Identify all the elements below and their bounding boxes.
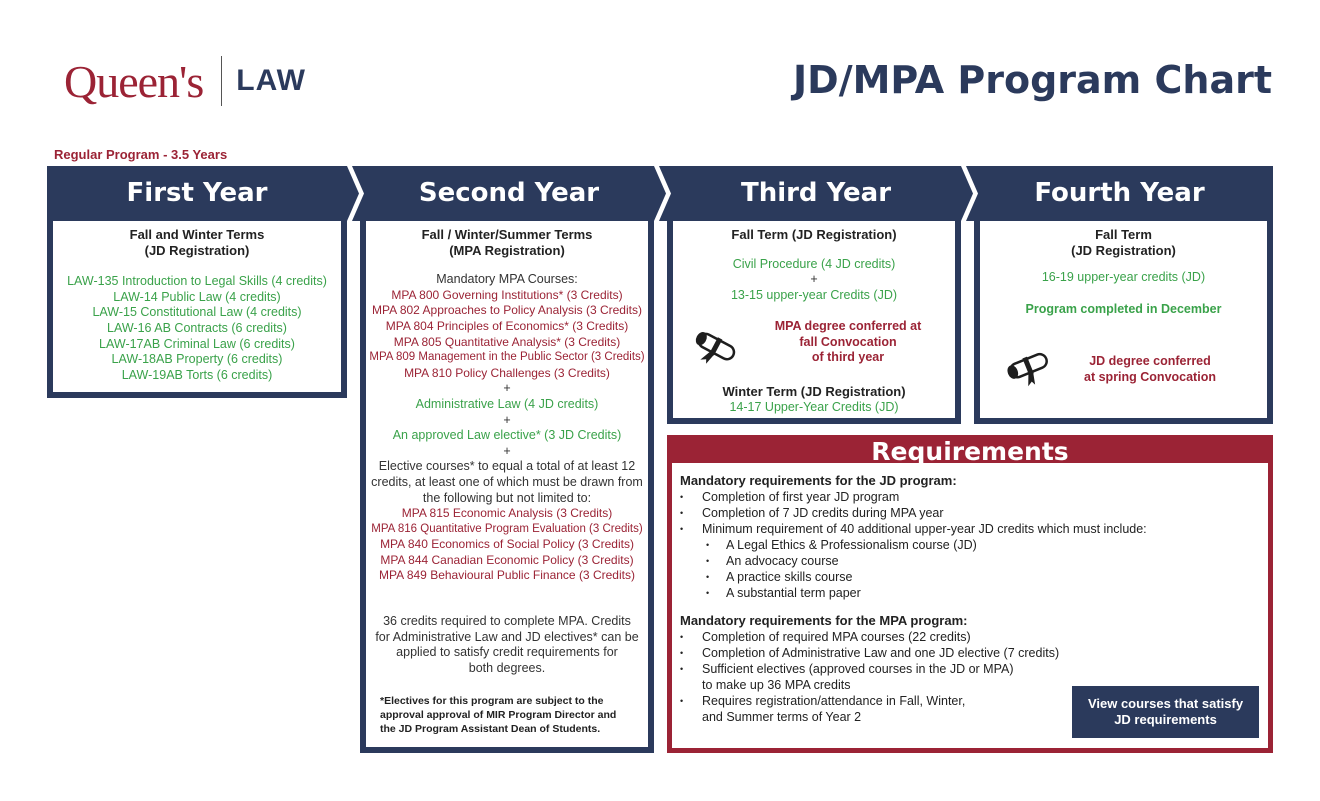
- logo-divider: [221, 56, 223, 106]
- administrative-law-course: Administrative Law (4 JD credits): [415, 396, 599, 411]
- list-item: MPA 800 Governing Institutions* (3 Credi…: [391, 287, 623, 302]
- third-year-title: Third Year: [740, 178, 892, 208]
- mpa-conferred-note: MPA degree conferred at fall Convocation…: [774, 319, 922, 365]
- list-item: Sufficient electives (approved courses i…: [680, 661, 1260, 693]
- third-year-box: Fall Term (JD Registration) Civil Proced…: [667, 221, 961, 424]
- list-item: LAW-16 AB Contracts (6 credits): [107, 320, 287, 335]
- mandatory-mpa-course-list: MPA 800 Governing Institutions* (3 Credi…: [366, 288, 648, 382]
- mpa-requirements-list: Completion of required MPA courses (22 c…: [680, 629, 1260, 725]
- list-item: LAW-19AB Torts (6 credits): [121, 367, 273, 382]
- program-label: Regular Program - 3.5 Years: [54, 147, 228, 162]
- plus-sign: +: [503, 443, 511, 458]
- list-item: A substantial term paper: [680, 585, 1260, 601]
- third-year-winter-credits: 14-17 Upper-Year Credits (JD): [729, 400, 899, 414]
- jd-conferred-note: JD degree conferred at spring Convocatio…: [1084, 354, 1216, 384]
- credits-note: 36 credits required to complete MPA. Cre…: [375, 614, 639, 675]
- second-year-title: Second Year: [418, 178, 600, 208]
- list-item: LAW-135 Introduction to Legal Skills (4 …: [67, 274, 327, 289]
- list-item: MPA 844 Canadian Economic Policy (3 Cred…: [380, 552, 634, 567]
- first-year-box: Fall and Winter Terms (JD Registration) …: [47, 221, 347, 398]
- view-jd-courses-button[interactable]: View courses that satisfy JD requirement…: [1072, 686, 1259, 738]
- program-completed-note: Program completed in December: [1025, 301, 1222, 316]
- list-item: Completion of Administrative Law and one…: [680, 645, 1260, 661]
- list-item: Completion of required MPA courses (22 c…: [680, 629, 1260, 645]
- list-item: An advocacy course: [680, 553, 1260, 569]
- list-item: Completion of 7 JD credits during MPA ye…: [680, 505, 1260, 521]
- logo-queens-text: Queen's: [64, 55, 204, 107]
- elective-description: Elective courses* to equal a total of at…: [371, 459, 643, 505]
- third-year-fall-heading: Fall Term (JD Registration): [731, 227, 897, 242]
- list-item: MPA 810 Policy Challenges (3 Credits): [404, 365, 610, 380]
- list-item: MPA 815 Economic Analysis (3 Credits): [401, 506, 613, 521]
- logo-law-text: LAW: [236, 64, 306, 97]
- list-item: MPA 816 Quantitative Program Evaluation …: [371, 522, 643, 535]
- list-item: A practice skills course: [680, 569, 1260, 585]
- fourth-year-credits: 16-19 upper-year credits (JD): [1041, 270, 1206, 285]
- list-item: LAW-17AB Criminal Law (6 credits): [99, 336, 295, 351]
- first-year-header: First Year: [47, 166, 359, 221]
- diploma-scroll-icon: [1007, 352, 1048, 387]
- civil-procedure-course: Civil Procedure (4 JD credits): [732, 256, 896, 271]
- list-item: MPA 805 Quantitative Analysis* (3 Credit…: [393, 334, 621, 349]
- list-item: Completion of first year JD program: [680, 489, 1260, 505]
- jd-requirements-list: Completion of first year JD program Comp…: [680, 489, 1260, 601]
- fourth-year-term-heading: Fall Term (JD Registration): [1071, 227, 1176, 258]
- fourth-year-header: Fourth Year: [966, 166, 1273, 221]
- mandatory-mpa-label: Mandatory MPA Courses:: [436, 272, 578, 287]
- diploma-scroll-icon: [695, 331, 736, 364]
- list-item: MPA 804 Principles of Economics* (3 Cred…: [385, 318, 629, 333]
- second-year-chevron: [352, 166, 666, 221]
- second-year-term-heading: Fall / Winter/Summer Terms (MPA Registra…: [421, 227, 593, 258]
- jd-requirements-title: Mandatory requirements for the JD progra…: [680, 473, 957, 488]
- first-year-term-heading: Fall and Winter Terms (JD Registration): [129, 227, 265, 258]
- list-item: LAW-15 Constitutional Law (4 credits): [92, 305, 302, 320]
- second-year-header: Second Year: [352, 166, 666, 221]
- requirements-box: Mandatory requirements for the JD progra…: [667, 463, 1273, 753]
- list-item: LAW-18AB Property (6 credits): [111, 352, 283, 367]
- list-item: Minimum requirement of 40 additional upp…: [680, 521, 1260, 537]
- second-year-box: Fall / Winter/Summer Terms (MPA Registra…: [360, 221, 654, 753]
- third-year-header: Third Year: [659, 166, 973, 221]
- list-item: Requires registration/attendance in Fall…: [680, 693, 1260, 725]
- fourth-year-box: Fall Term (JD Registration) 16-19 upper-…: [974, 221, 1273, 424]
- third-year-winter-heading: Winter Term (JD Registration): [722, 384, 906, 399]
- list-item: MPA 809 Management in the Public Sector …: [369, 351, 645, 364]
- third-year-chevron: [659, 166, 973, 221]
- plus-sign: +: [810, 272, 818, 287]
- elective-mpa-course-list: MPA 815 Economic Analysis (3 Credits) MP…: [366, 506, 648, 584]
- third-year-fall-credits: 13-15 upper-year Credits (JD): [730, 287, 898, 302]
- list-item: A Legal Ethics & Professionalism course …: [680, 537, 1260, 553]
- first-year-title: First Year: [126, 178, 268, 208]
- electives-footnote: *Electives for this program are subject …: [380, 695, 617, 736]
- list-item: LAW-14 Public Law (4 credits): [113, 289, 281, 304]
- fourth-year-title: Fourth Year: [1034, 178, 1205, 208]
- queens-law-logo: Queen's LAW: [64, 54, 306, 108]
- plus-sign: +: [503, 381, 511, 396]
- list-item: MPA 802 Approaches to Policy Analysis (3…: [372, 303, 642, 318]
- law-elective-course: An approved Law elective* (3 JD Credits): [392, 428, 622, 443]
- list-item: MPA 849 Behavioural Public Finance (3 Cr…: [379, 568, 635, 583]
- page-title: JD/MPA Program Chart: [793, 58, 1272, 102]
- plus-sign: +: [503, 412, 511, 427]
- fourth-year-chevron: [966, 166, 1273, 221]
- list-item: MPA 840 Economics of Social Policy (3 Cr…: [380, 537, 634, 552]
- mpa-requirements-title: Mandatory requirements for the MPA progr…: [680, 613, 968, 628]
- first-year-chevron: [47, 166, 359, 221]
- first-year-course-list: LAW-135 Introduction to Legal Skills (4 …: [53, 274, 341, 383]
